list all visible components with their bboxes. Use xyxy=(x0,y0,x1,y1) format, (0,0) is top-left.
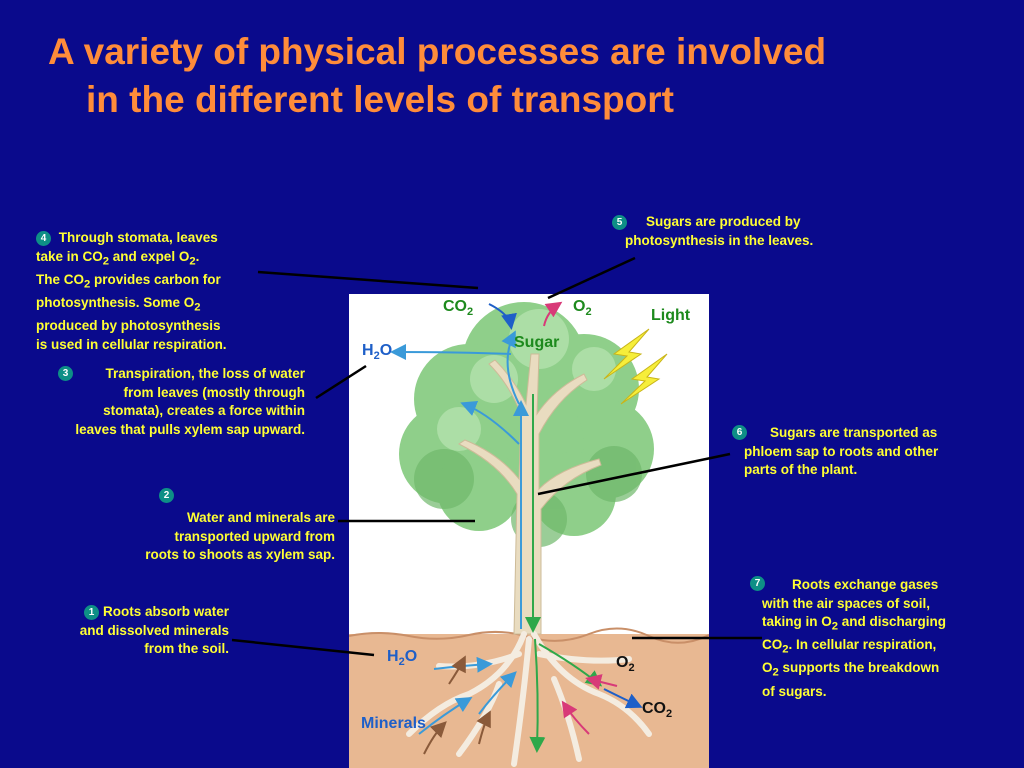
co2-soil-label: CO2 xyxy=(642,700,673,721)
trunk xyxy=(458,353,602,635)
tree-illustration: CO2 O2 Light Sugar H2O H2O O2 CO2 Minera… xyxy=(349,294,709,768)
title-line-1: A variety of physical processes are invo… xyxy=(48,31,827,72)
step-7-note: 7 Roots exchange gases with the air spac… xyxy=(750,576,990,701)
step-5-badge: 5 xyxy=(612,215,627,230)
step-4-note: 4 Through stomata, leaves take in CO2 an… xyxy=(36,230,227,352)
step-4-badge: 4 xyxy=(36,231,51,246)
minerals-label: Minerals xyxy=(361,715,426,732)
step-6-badge: 6 xyxy=(732,425,747,440)
tree-drawing xyxy=(349,301,709,768)
step-5-note: 5 Sugars are produced by photosynthesis … xyxy=(612,213,872,250)
o2-soil-label: O2 xyxy=(616,654,635,675)
light-bolts xyxy=(603,328,668,405)
slide-title: A variety of physical processes are invo… xyxy=(48,28,988,124)
sugar-label: Sugar xyxy=(514,334,560,351)
step-3-badge: 3 xyxy=(58,366,73,381)
h2o-root-label: H2O xyxy=(387,648,418,669)
co2-leaf-label: CO2 xyxy=(443,298,474,319)
title-line-2: in the different levels of transport xyxy=(86,79,674,120)
step-2-badge: 2 xyxy=(159,488,174,503)
step-6-note: 6 Sugars are transported as phloem sap t… xyxy=(732,424,982,480)
step-2-note: 2 Water and minerals are transported upw… xyxy=(145,488,335,562)
step-1-badge: 1 xyxy=(83,605,99,620)
step-3-note: 3 Transpiration, the loss of water from … xyxy=(30,365,305,439)
step-7-badge: 7 xyxy=(750,576,765,591)
h2o-leaf-label: H2O xyxy=(362,342,393,363)
o2-leaf-label: O2 xyxy=(573,298,592,319)
light-label: Light xyxy=(651,307,691,324)
